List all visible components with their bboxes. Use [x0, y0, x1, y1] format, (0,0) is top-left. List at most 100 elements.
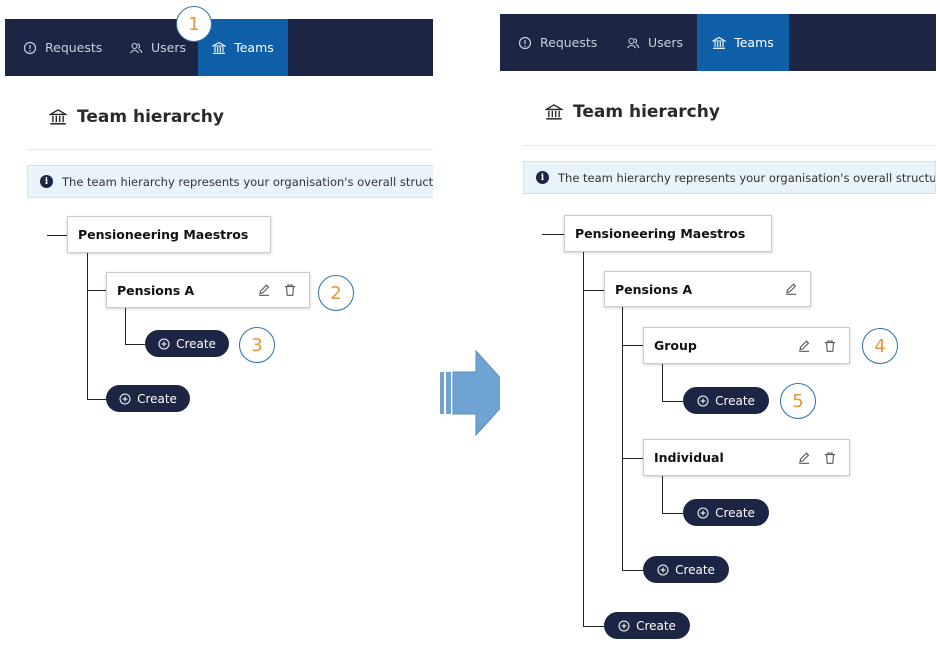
tree-line — [662, 513, 683, 514]
nav-requests-label: Requests — [45, 40, 103, 55]
team-name: Pensioneering Maestros — [78, 227, 249, 242]
delete-icon[interactable] — [823, 339, 837, 353]
tree-line — [662, 401, 683, 402]
plus-circle-icon — [697, 395, 709, 406]
tree-line — [542, 234, 564, 235]
bank-icon — [49, 109, 67, 125]
plus-circle-icon — [697, 507, 709, 518]
tree-line — [87, 399, 107, 400]
callout-3: 3 — [239, 327, 275, 363]
tree-line — [583, 290, 604, 291]
create-button[interactable]: Create — [106, 385, 190, 412]
nav-teams[interactable]: Teams — [697, 14, 789, 71]
info-icon: i — [536, 171, 549, 184]
left-screenshot: Requests Users Teams Team hierarchy i Th… — [5, 19, 433, 433]
create-button[interactable]: Create — [683, 499, 769, 526]
team-node-child[interactable]: Pensions A — [106, 272, 310, 308]
nav-teams-label: Teams — [234, 40, 274, 55]
team-name: Pensions A — [615, 281, 693, 297]
top-navbar: Requests Users Teams — [500, 14, 936, 71]
users-icon — [130, 42, 143, 53]
title-divider — [523, 145, 936, 146]
tree-line — [47, 235, 67, 236]
team-node-child[interactable]: Pensions A — [604, 271, 811, 307]
tree-line — [583, 252, 584, 626]
create-label: Create — [636, 618, 676, 633]
tree-line — [87, 290, 107, 291]
node-actions — [797, 328, 837, 363]
title-divider — [27, 149, 433, 150]
page-title: Team hierarchy — [49, 107, 224, 127]
edit-icon[interactable] — [797, 451, 811, 465]
team-node-root[interactable]: Pensioneering Maestros — [67, 216, 271, 253]
info-text: The team hierarchy represents your organ… — [558, 170, 936, 185]
page-title-text: Team hierarchy — [573, 102, 720, 122]
users-icon — [627, 37, 640, 48]
edit-icon[interactable] — [257, 283, 271, 297]
create-button[interactable]: Create — [683, 387, 769, 414]
callout-2: 2 — [318, 275, 354, 311]
nav-teams[interactable]: Teams — [198, 19, 288, 76]
nav-teams-label: Teams — [734, 35, 774, 50]
team-name: Group — [654, 338, 697, 353]
tree-line — [622, 458, 643, 459]
delete-icon[interactable] — [283, 283, 297, 297]
plus-circle-icon — [119, 393, 131, 404]
plus-circle-icon — [657, 564, 669, 575]
nav-users[interactable]: Users — [129, 19, 186, 76]
team-node-root[interactable]: Pensioneering Maestros — [564, 215, 772, 252]
tree-line — [662, 364, 663, 401]
tree-line — [662, 476, 663, 513]
bank-icon — [712, 36, 727, 49]
page-title: Team hierarchy — [545, 102, 720, 122]
create-button[interactable]: Create — [643, 556, 729, 583]
create-button[interactable]: Create — [604, 612, 690, 639]
edit-icon[interactable] — [784, 282, 798, 296]
tree-line — [622, 307, 623, 570]
tree-line — [125, 308, 126, 344]
team-node-individual[interactable]: Individual — [643, 439, 850, 476]
plus-circle-icon — [618, 620, 630, 631]
bank-icon — [545, 104, 563, 120]
nav-requests[interactable]: Requests — [23, 19, 102, 76]
nav-requests-label: Requests — [540, 35, 598, 50]
nav-requests[interactable]: Requests — [518, 14, 597, 71]
plus-circle-icon — [158, 338, 170, 349]
bank-icon — [212, 41, 227, 54]
team-name: Pensioneering Maestros — [575, 226, 746, 241]
page-title-text: Team hierarchy — [77, 107, 224, 127]
tree-line — [622, 345, 643, 346]
callout-5: 5 — [780, 383, 816, 419]
callout-4: 4 — [862, 328, 898, 364]
top-navbar: Requests Users Teams — [5, 19, 433, 76]
tree-line — [125, 344, 145, 345]
team-name: Pensions A — [117, 282, 195, 298]
nav-users-label: Users — [648, 35, 684, 50]
info-text: The team hierarchy represents your organ… — [62, 174, 433, 189]
edit-icon[interactable] — [797, 339, 811, 353]
create-label: Create — [176, 336, 216, 351]
info-circle-icon — [518, 36, 532, 49]
tree-line — [87, 253, 88, 399]
tree-line — [622, 570, 643, 571]
nav-users-label: Users — [151, 40, 187, 55]
team-name: Individual — [654, 450, 724, 465]
nav-users[interactable]: Users — [626, 14, 683, 71]
team-node-group[interactable]: Group — [643, 327, 850, 364]
create-label: Create — [715, 505, 755, 520]
tree-line — [583, 626, 604, 627]
transition-arrow-icon — [440, 350, 515, 436]
node-actions — [797, 440, 837, 475]
create-label: Create — [715, 393, 755, 408]
info-banner: i The team hierarchy represents your org… — [523, 161, 936, 194]
node-actions — [257, 273, 297, 307]
node-actions — [784, 272, 798, 306]
create-label: Create — [137, 391, 177, 406]
delete-icon[interactable] — [823, 451, 837, 465]
callout-1: 1 — [176, 6, 212, 42]
create-label: Create — [675, 562, 715, 577]
right-screenshot: Requests Users Teams Team hierarchy i Th… — [500, 14, 936, 654]
info-icon: i — [40, 175, 53, 188]
create-button[interactable]: Create — [145, 330, 229, 357]
info-banner: i The team hierarchy represents your org… — [27, 165, 433, 198]
